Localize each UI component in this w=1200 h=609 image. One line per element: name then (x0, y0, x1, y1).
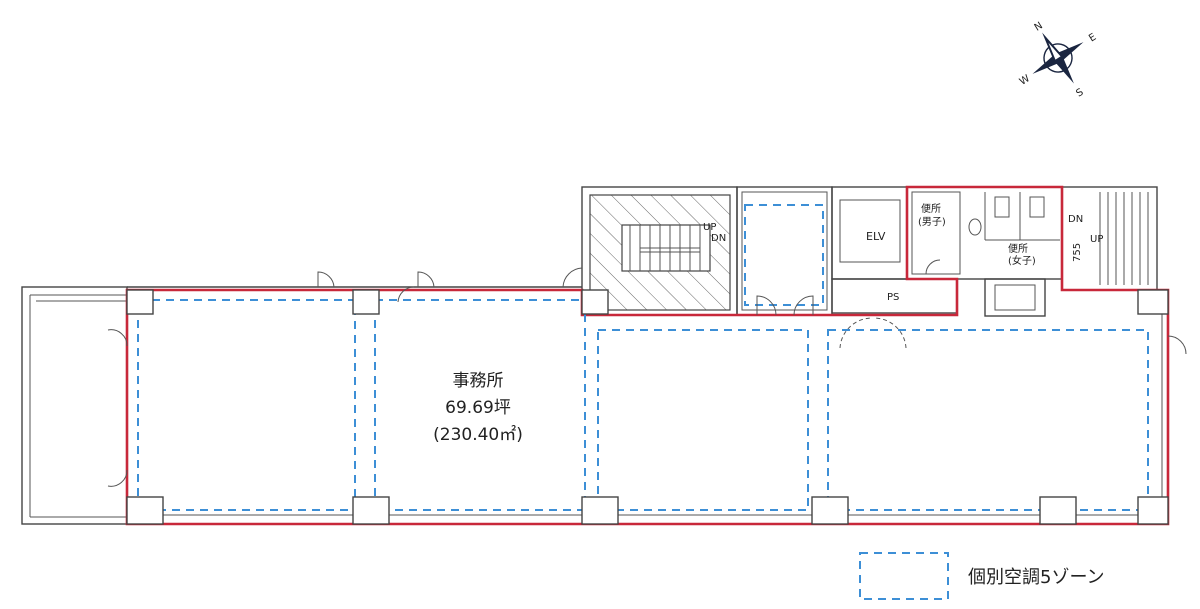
door (417, 271, 435, 288)
door (397, 286, 415, 303)
column (581, 289, 609, 315)
legend-swatch (859, 552, 949, 600)
mens-toilet-label-1: 便所 (921, 202, 941, 215)
door (873, 317, 907, 349)
office-area-tsubo: 69.69坪 (445, 398, 511, 418)
compass-icon: N S E W (1018, 20, 1099, 100)
legend-label: 個別空調5ゾーン (968, 567, 1105, 588)
door (1167, 335, 1187, 355)
column (352, 289, 380, 315)
left-balcony (21, 286, 128, 525)
stair-treads (629, 225, 701, 271)
columns (126, 289, 1169, 525)
left-stair-core: UP DN (581, 186, 738, 316)
door (317, 271, 335, 288)
hvac-zone-5 (744, 204, 824, 306)
door (793, 295, 814, 316)
column (1039, 496, 1077, 525)
hvac-zones (137, 204, 1149, 511)
stair-right-dn-label: DN (1068, 214, 1083, 225)
hvac-zone-1 (137, 299, 356, 511)
column (581, 496, 619, 525)
door (756, 295, 777, 316)
outer-walls (127, 286, 1169, 525)
office-area-sqm: (230.40㎡) (433, 425, 523, 445)
door (839, 317, 873, 349)
compass-south: S (1074, 87, 1085, 100)
hvac-zone-2 (374, 299, 586, 511)
column (126, 496, 164, 525)
hvac-zone-4 (827, 329, 1149, 511)
dimension-label: 755 (1072, 243, 1083, 262)
column (1137, 289, 1169, 315)
elevator-hall (736, 186, 833, 316)
pipe-space: PS (831, 278, 958, 314)
door (107, 469, 128, 487)
mens-toilet-label-2: (男子) (918, 216, 946, 228)
door (562, 267, 583, 288)
legend: 個別空調5ゾーン (859, 552, 1105, 600)
column (1137, 496, 1169, 525)
doors (107, 259, 1187, 487)
door (925, 259, 941, 275)
stair-left-dn-label: DN (711, 233, 726, 244)
womens-toilet-label-2: (女子) (1008, 254, 1036, 267)
column (126, 289, 154, 315)
compass-east: E (1087, 32, 1098, 45)
column (352, 496, 390, 525)
elevator-label: ELV (866, 230, 886, 243)
elevator: ELV (831, 186, 908, 280)
toilets: 便所 (男子) 便所 (女子) (906, 186, 1063, 317)
hvac-zone-3 (597, 329, 809, 511)
stair-right-up-label: UP (1090, 234, 1103, 245)
office-label: 事務所 69.69坪 (230.40㎡) (433, 371, 523, 445)
compass-north: N (1033, 20, 1045, 33)
column (811, 496, 849, 525)
compass-west: W (1018, 73, 1032, 88)
pipe-space-label: PS (887, 292, 899, 303)
womens-toilet-label-1: 便所 (1008, 242, 1028, 255)
office-name: 事務所 (453, 371, 504, 391)
stair-left-up-label: UP (703, 222, 716, 233)
door (107, 329, 128, 347)
right-stair: DN UP 755 (1061, 186, 1158, 291)
